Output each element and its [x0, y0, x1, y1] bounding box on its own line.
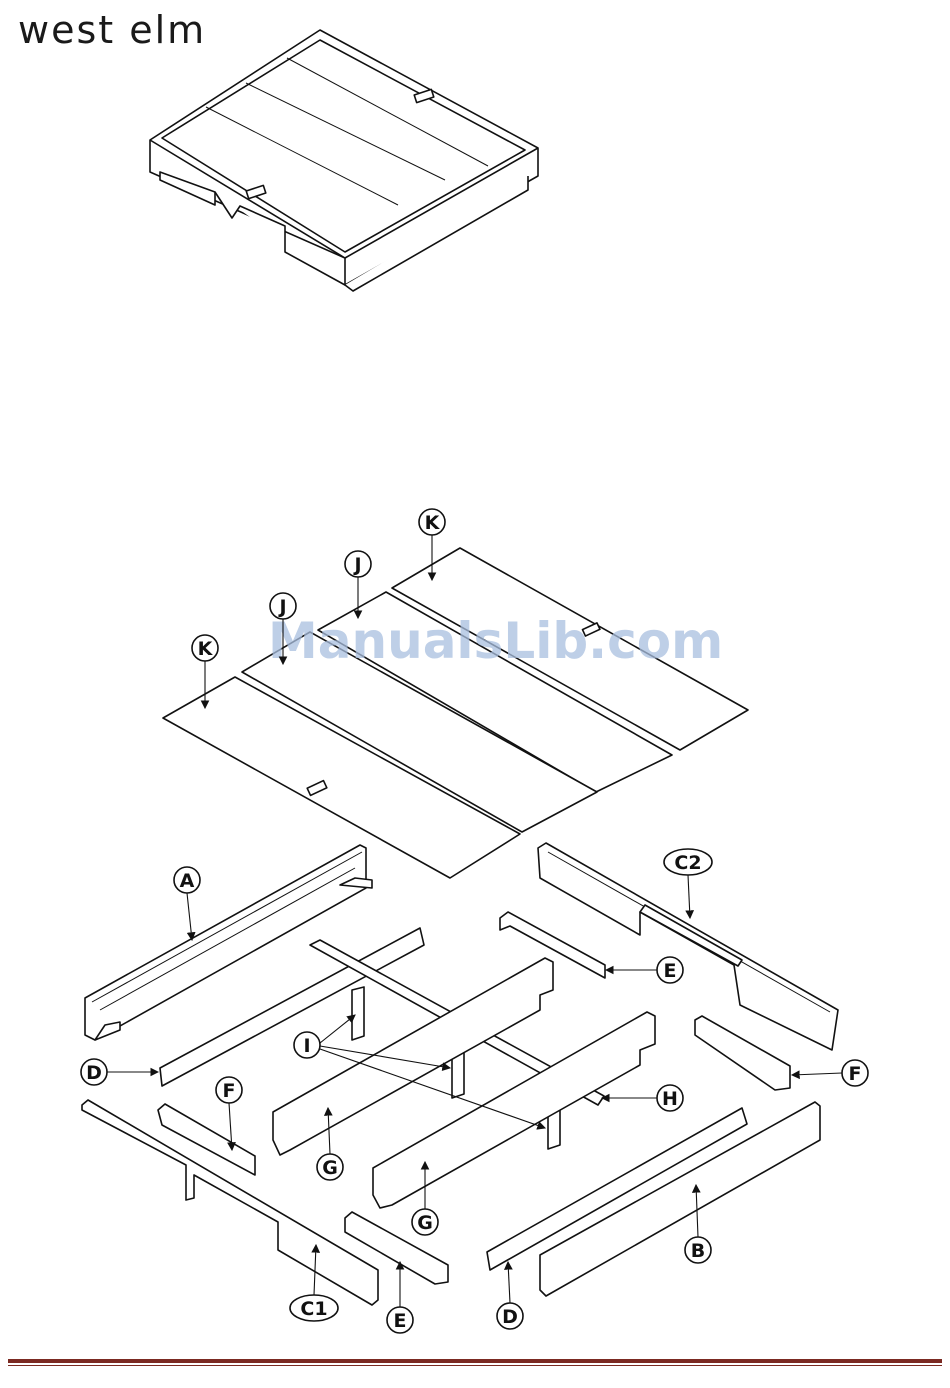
svg-text:F: F	[849, 1063, 862, 1085]
svg-text:E: E	[664, 960, 677, 982]
svg-text:J: J	[277, 596, 286, 618]
callout-d-left: D	[81, 1059, 158, 1085]
svg-text:B: B	[691, 1240, 705, 1262]
svg-text:E: E	[394, 1310, 407, 1332]
callout-d-right: D	[497, 1262, 523, 1329]
watermark: ManualsLib.com	[268, 612, 723, 670]
svg-text:H: H	[662, 1088, 678, 1110]
callout-e-front: E	[387, 1262, 413, 1333]
svg-text:A: A	[180, 870, 195, 892]
support-post-i-1	[352, 987, 364, 1040]
svg-text:F: F	[223, 1080, 236, 1102]
svg-text:C1: C1	[300, 1298, 327, 1320]
footer-rule-thin	[8, 1365, 942, 1366]
callout-c2: C2	[664, 849, 712, 918]
svg-text:G: G	[417, 1212, 433, 1234]
svg-text:D: D	[86, 1062, 102, 1084]
svg-text:D: D	[502, 1306, 518, 1328]
svg-text:K: K	[198, 638, 214, 660]
rail-c1	[82, 1100, 378, 1305]
footer-rule	[8, 1359, 942, 1363]
rail-f-right	[695, 1016, 790, 1090]
rail-f-left	[158, 1104, 255, 1175]
svg-text:K: K	[425, 512, 441, 534]
svg-text:J: J	[352, 554, 361, 576]
svg-text:C2: C2	[674, 852, 701, 874]
callout-h: H	[602, 1085, 683, 1111]
callout-a: A	[174, 867, 200, 940]
svg-text:I: I	[303, 1035, 310, 1057]
callout-e-back: E	[606, 957, 683, 983]
assembled-bed-illustration	[150, 30, 538, 291]
callout-f-right: F	[792, 1060, 868, 1086]
rail-a	[85, 845, 372, 1040]
svg-text:G: G	[322, 1157, 338, 1179]
